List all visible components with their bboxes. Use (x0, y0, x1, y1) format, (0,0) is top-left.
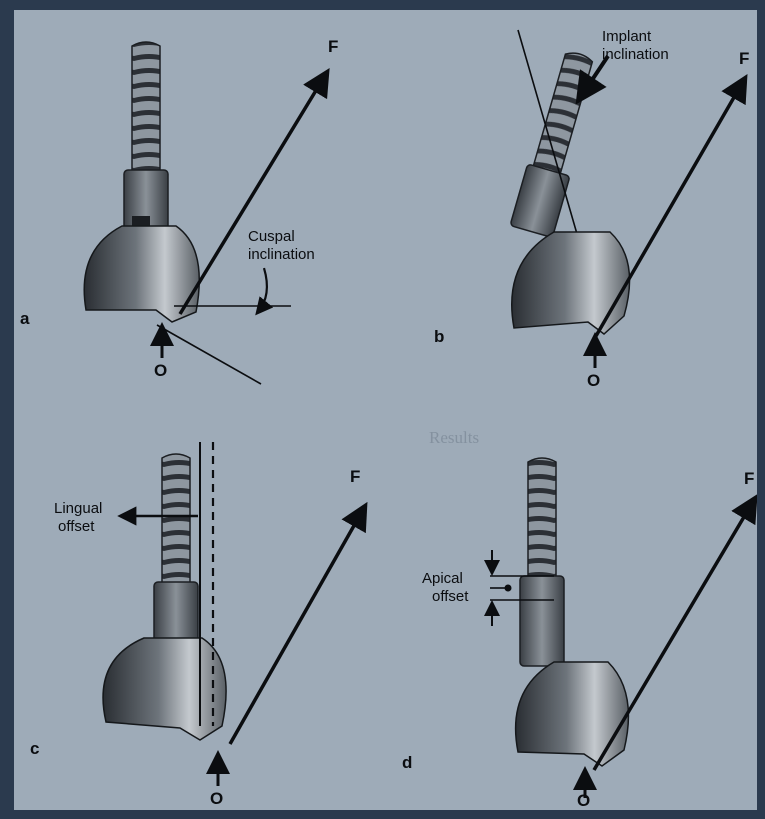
force-label-d: F (744, 470, 754, 487)
implant-diagram (14, 10, 757, 810)
origin-label-a: O (154, 362, 167, 379)
implant-inclination-line1: Implant (602, 28, 651, 45)
scanned-page: Results (14, 10, 757, 810)
lingual-offset-line1: Lingual (54, 500, 102, 517)
force-vector-a (180, 74, 326, 314)
panel-d (490, 458, 754, 798)
origin-label-b: O (587, 372, 600, 389)
force-label-c: F (350, 468, 360, 485)
force-vector-b (596, 80, 744, 336)
implant-a (84, 42, 199, 322)
apical-offset-dot (505, 585, 512, 592)
implant-b (510, 49, 603, 238)
cuspal-inclination-line1: Cuspal (248, 228, 295, 245)
implant-c (103, 454, 226, 740)
lingual-offset-line2: offset (58, 518, 94, 535)
panel-d-letter: d (402, 754, 412, 771)
panel-c-letter: c (30, 740, 39, 757)
panel-b (510, 30, 744, 368)
force-vector-c (230, 508, 364, 744)
force-label-a: F (328, 38, 338, 55)
panel-b-letter: b (434, 328, 444, 345)
force-label-b: F (739, 50, 749, 67)
apical-offset-line2: offset (432, 588, 468, 605)
panel-a (84, 42, 326, 384)
implant-inclination-line2: inclination (602, 46, 669, 63)
force-vector-d (594, 500, 754, 770)
panel-a-letter: a (20, 310, 29, 327)
panel-c (103, 442, 364, 786)
origin-label-c: O (210, 790, 223, 807)
origin-label-d: O (577, 792, 590, 809)
implant-d (516, 458, 629, 766)
cuspal-inclination-line2: inclination (248, 246, 315, 263)
cuspal-incline-line (157, 325, 261, 384)
apical-offset-line1: Apical (422, 570, 463, 587)
